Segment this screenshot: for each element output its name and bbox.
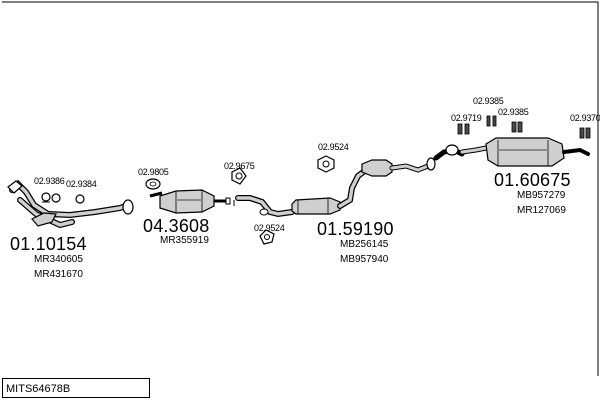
middle-silencer-ref-1: MB256145 <box>340 239 389 250</box>
middle-gasket-label-1: 02.9524 <box>318 142 349 152</box>
clamp-label-1: 02.9386 <box>34 176 65 186</box>
front-pipe-ref-1: MR340605 <box>34 254 83 265</box>
rear-fitting-label-3: 02.9385 <box>498 107 529 117</box>
catalyst-part <box>145 178 231 214</box>
middle-gasket-label-2: 02.9524 <box>254 223 285 233</box>
rear-silencer-ref-1: MB957279 <box>517 190 566 201</box>
front-pipe-clamps <box>41 192 85 204</box>
diagram-code: MITS64678B <box>2 378 150 398</box>
rear-fittings <box>457 115 591 139</box>
rear-fitting-label-4: 02.9370 <box>570 113 600 123</box>
rear-fitting-label-2: 02.9719 <box>451 113 482 123</box>
front-pipe-part <box>7 179 134 229</box>
catalyst-gasket-label: 02.9805 <box>138 167 169 177</box>
intermediate-pipe-part <box>235 195 295 218</box>
front-pipe-ref-2: MR431670 <box>34 269 83 280</box>
rear-fitting-label-1: 02.9385 <box>473 96 504 106</box>
middle-silencer-part <box>291 157 436 215</box>
catalyst-gasket-label-2: 02.9675 <box>224 161 255 171</box>
rear-silencer-ref-2: MR127069 <box>517 205 566 216</box>
front-pipe-number: 01.10154 <box>10 234 87 254</box>
clamp-label-2: 02.9384 <box>66 179 97 189</box>
catalyst-gasket <box>231 167 247 185</box>
middle-silencer-ref-2: MB957940 <box>340 254 389 265</box>
rear-silencer-part <box>433 137 590 167</box>
middle-silencer-number: 01.59190 <box>317 219 394 239</box>
catalyst-number: 04.3608 <box>143 216 210 236</box>
catalyst-ref-1: MR355919 <box>160 235 209 246</box>
frame-border <box>2 1 599 376</box>
middle-gaskets <box>233 155 335 245</box>
rear-silencer-number: 01.60675 <box>494 170 571 190</box>
